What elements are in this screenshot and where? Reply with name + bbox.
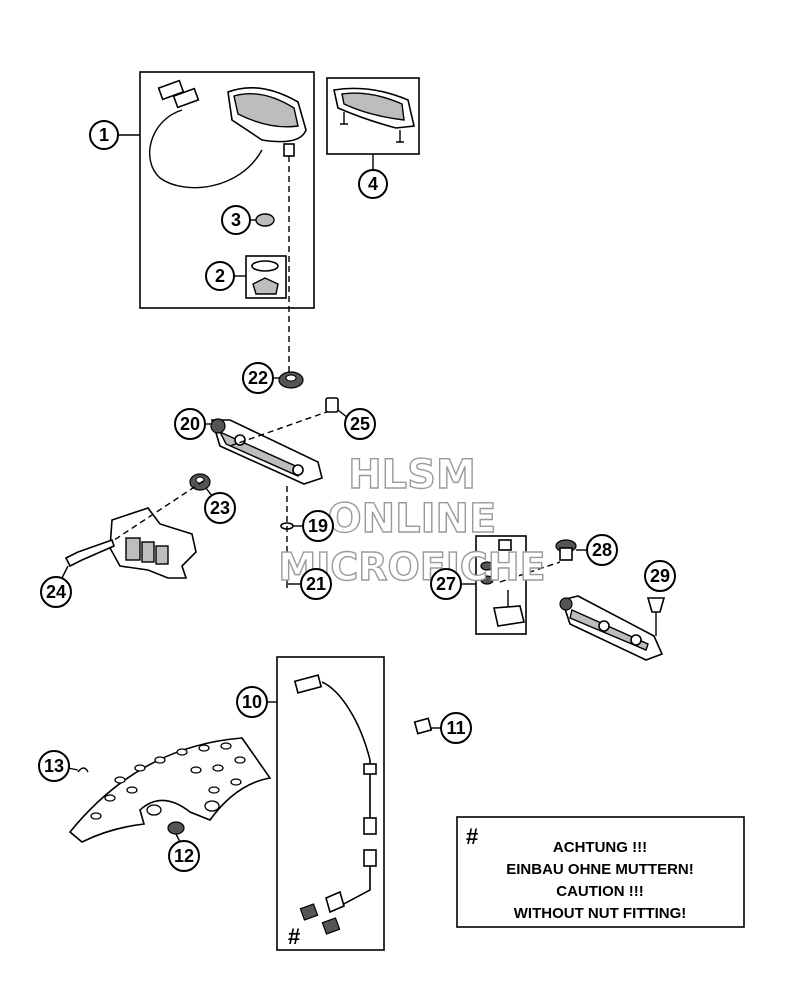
svg-text:4: 4: [368, 174, 378, 194]
svg-text:12: 12: [174, 846, 194, 866]
svg-text:19: 19: [308, 516, 328, 536]
callout-4: 4: [358, 169, 388, 199]
note-marker: #: [466, 824, 478, 849]
spring-13: [77, 767, 89, 773]
note-line-1: ACHTUNG !!!: [553, 839, 647, 856]
bracket-right: [559, 595, 664, 661]
callout-20: 20: [174, 408, 212, 440]
watermark-line-2: ONLINE: [328, 496, 497, 542]
svg-text:22: 22: [248, 368, 268, 388]
watermark-line-1: HLSM: [348, 452, 476, 498]
nut-11: [413, 717, 433, 735]
svg-text:13: 13: [44, 756, 64, 776]
bracket-20: [210, 418, 323, 485]
svg-text:24: 24: [46, 582, 66, 602]
bushing-28: [555, 539, 577, 561]
note-line-2: EINBAU OHNE MUTTERN!: [506, 861, 694, 878]
seal-kit-2: [245, 255, 287, 299]
holder-plate: [109, 507, 197, 579]
rubber-bushing-22: [278, 371, 304, 389]
sensor-cable-10: [293, 674, 377, 914]
callout-10: 10: [236, 686, 277, 718]
callout-11: 11: [430, 712, 472, 744]
svg-text:21: 21: [306, 574, 326, 594]
svg-text:1: 1: [99, 125, 109, 145]
callout-29: 29: [644, 560, 676, 593]
callout-3: 3: [221, 205, 256, 235]
note-line-4: WITHOUT NUT FITTING!: [514, 905, 686, 922]
callout-28: 28: [576, 534, 618, 566]
callout-21: 21: [288, 568, 332, 600]
bolt-25: [325, 397, 339, 413]
speedometer-unit: [148, 79, 307, 189]
svg-text:20: 20: [180, 414, 200, 434]
svg-text:28: 28: [592, 540, 612, 560]
bolt-29: [646, 597, 666, 636]
svg-text:11: 11: [446, 718, 465, 738]
nuts-hash: [299, 903, 341, 935]
svg-text:25: 25: [350, 414, 370, 434]
callout-22: 22: [242, 362, 280, 394]
svg-text:27: 27: [436, 574, 456, 594]
callout-19: 19: [293, 510, 334, 542]
kit-box-10: [276, 656, 385, 951]
callout-12: 12: [168, 833, 200, 872]
svg-text:23: 23: [210, 498, 230, 518]
svg-text:2: 2: [215, 266, 225, 286]
sensor-disc: [68, 737, 272, 843]
note-box: # ACHTUNG !!! EINBAU OHNE MUTTERN! CAUTI…: [456, 816, 745, 928]
callout-2: 2: [205, 261, 246, 291]
callout-25: 25: [337, 408, 376, 440]
callout-1: 1: [89, 120, 140, 150]
callout-24: 24: [40, 565, 72, 608]
kit-box-1: [139, 71, 315, 309]
cover-4: [333, 87, 415, 143]
hash-marker: #: [288, 924, 300, 949]
callout-23: 23: [204, 487, 236, 524]
bushing-12: [167, 821, 185, 835]
callout-13: 13: [38, 750, 79, 782]
mount-kit-27: [480, 539, 525, 627]
kit-box-27: [475, 535, 527, 635]
callout-27: 27: [430, 568, 476, 600]
screw-24: [64, 538, 115, 568]
svg-text:3: 3: [231, 210, 241, 230]
note-line-3: CAUTION !!!: [556, 883, 643, 900]
svg-text:29: 29: [650, 566, 670, 586]
svg-text:10: 10: [242, 692, 262, 712]
rubber-washer-3: [255, 213, 275, 227]
